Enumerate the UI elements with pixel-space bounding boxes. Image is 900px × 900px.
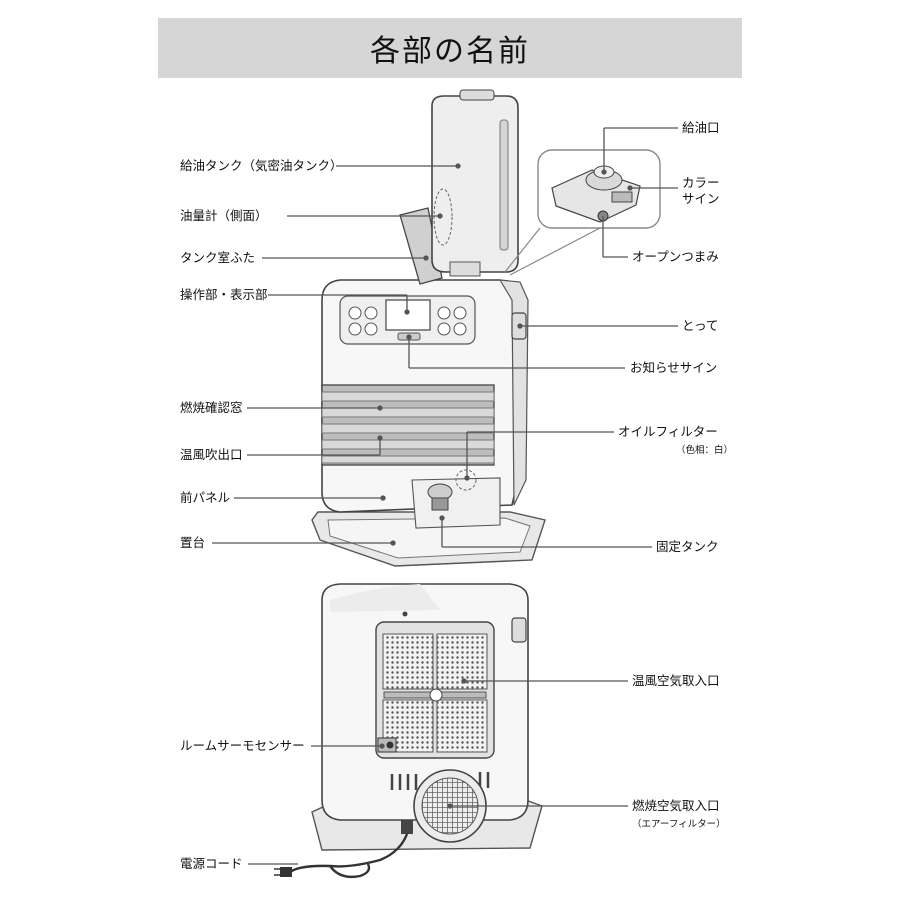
oil-inlet-inset xyxy=(504,149,661,276)
label-oil-filter: オイルフィルター xyxy=(618,424,718,439)
label-notice-sign: お知らせサイン xyxy=(630,360,718,375)
label-fuel-tank: 給油タンク（気密油タンク） xyxy=(180,158,343,173)
label-color-sign: カラー サイン xyxy=(682,175,720,206)
label-warm-air-outlet: 温風吹出口 xyxy=(180,447,243,462)
label-tank-lid: タンク室ふた xyxy=(180,250,256,265)
front-heater xyxy=(311,89,546,567)
label-power-cord: 電源コード xyxy=(180,856,243,871)
label-fixed-tank: 固定タンク xyxy=(656,539,719,554)
label-fuel-gauge: 油量計（側面） xyxy=(180,208,268,223)
label-room-thermo-sensor: ルームサーモセンサー xyxy=(180,738,305,753)
page-title: 各部の名前 xyxy=(370,34,530,69)
label-open-knob: オープンつまみ xyxy=(632,249,719,264)
label-oil-filter-note: （色相：白） xyxy=(676,445,734,456)
label-control-panel: 操作部・表示部 xyxy=(180,287,268,302)
back-heater xyxy=(274,583,543,879)
label-oil-inlet: 給油口 xyxy=(682,120,720,135)
label-combustion-air-intake: 燃焼空気取入口 xyxy=(632,798,720,813)
title-bar: 各部の名前 xyxy=(158,18,742,78)
label-handle: とって xyxy=(682,318,719,333)
label-warm-air-intake: 温風空気取入口 xyxy=(632,673,720,688)
label-combustion-air-intake-note: （エアーフィルター） xyxy=(632,819,726,830)
label-front-panel: 前パネル xyxy=(180,490,231,505)
label-base: 置台 xyxy=(180,535,206,550)
label-combustion-window: 燃焼確認窓 xyxy=(180,400,243,415)
leader-lines xyxy=(212,127,678,865)
